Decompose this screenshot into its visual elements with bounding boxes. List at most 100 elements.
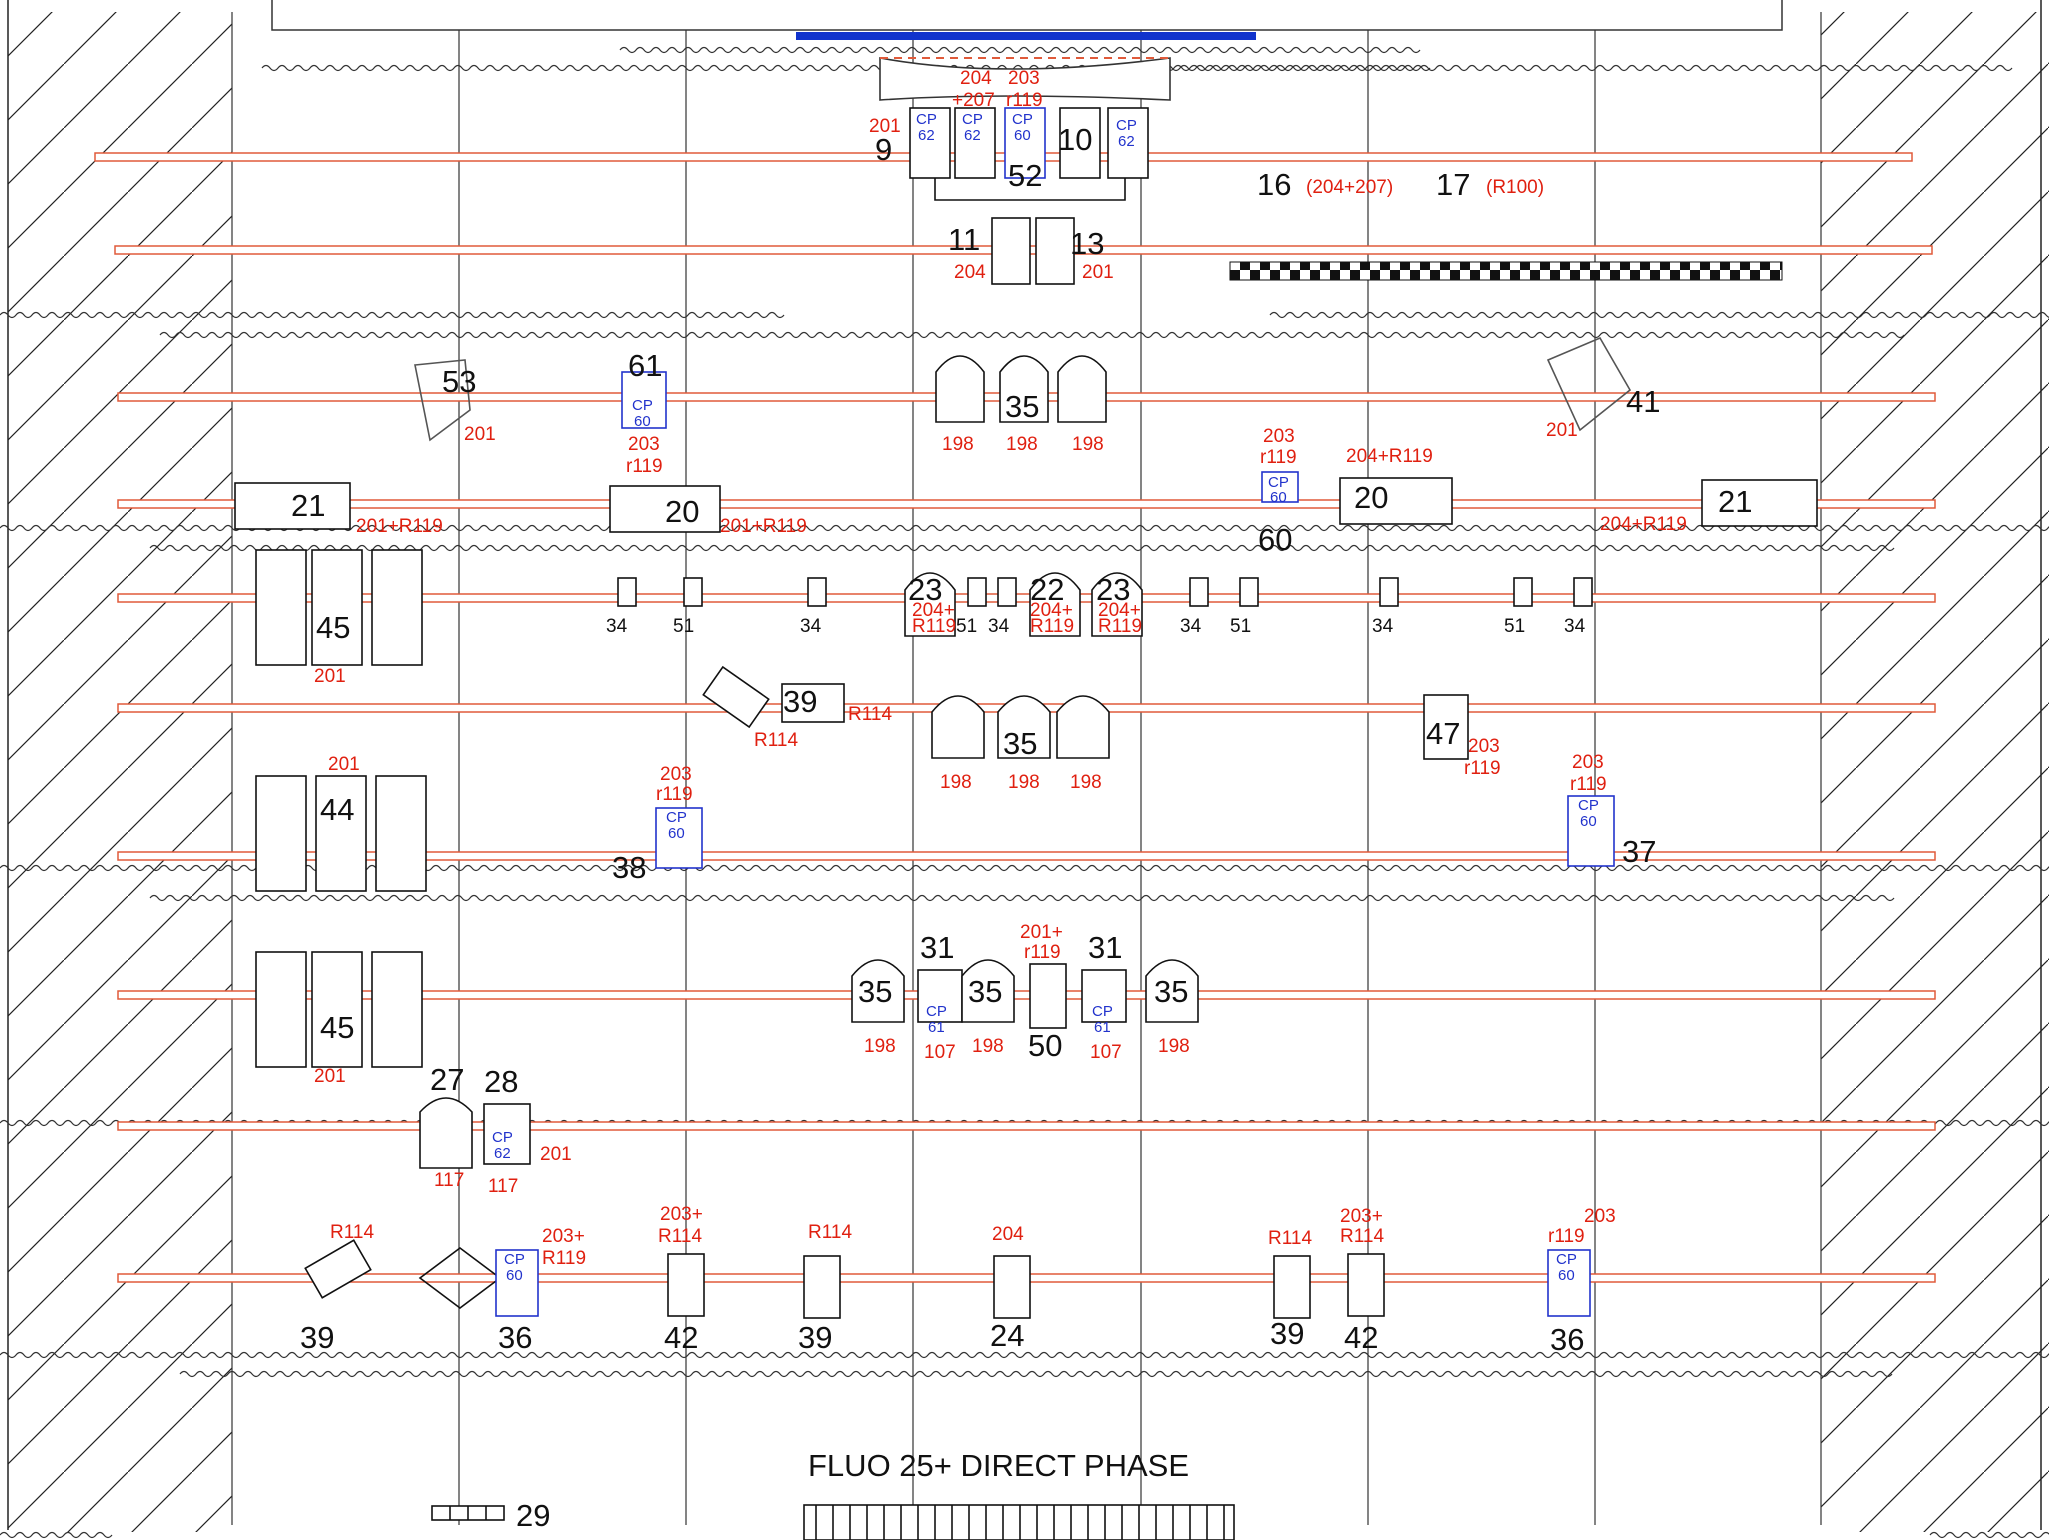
cp-31b-n: 61 bbox=[1094, 1019, 1111, 1036]
left-wall bbox=[8, 12, 232, 1532]
label-38: 38 bbox=[612, 850, 646, 885]
gel-107b: 107 bbox=[1090, 1042, 1122, 1063]
pipe-1 bbox=[94, 152, 1913, 162]
gel-117a: 117 bbox=[434, 1170, 464, 1191]
gel-37a: 203 bbox=[1572, 752, 1604, 773]
cp-a-n: 62 bbox=[918, 127, 935, 144]
cp-a: CP bbox=[916, 111, 937, 128]
curtain-5 bbox=[159, 331, 1905, 339]
gel-204: 204 bbox=[960, 68, 992, 89]
gel-203: 203 bbox=[1008, 68, 1040, 89]
curtain-8 bbox=[149, 544, 1895, 552]
cp-61-n: 60 bbox=[634, 413, 651, 430]
gel-198e: 198 bbox=[1008, 772, 1040, 793]
label-51b: 51 bbox=[956, 616, 977, 637]
cp-31b: CP bbox=[1092, 1003, 1113, 1020]
gel-17: (R100) bbox=[1486, 177, 1544, 198]
cp-28-n: 62 bbox=[494, 1145, 511, 1162]
cp-31a: CP bbox=[926, 1003, 947, 1020]
gel-47b: r119 bbox=[1464, 758, 1501, 779]
gel-28: 201 bbox=[540, 1144, 572, 1165]
gel-23b2: R119 bbox=[1098, 616, 1142, 637]
label-34b: 34 bbox=[800, 616, 822, 637]
grid-lines bbox=[231, 12, 1822, 1525]
gel-61a: 203 bbox=[628, 434, 660, 455]
gel-117b: 117 bbox=[488, 1176, 518, 1197]
label-34f: 34 bbox=[1564, 616, 1586, 637]
label-39d: 39 bbox=[798, 1320, 832, 1355]
label-51d: 51 bbox=[1504, 616, 1525, 637]
label-28: 28 bbox=[484, 1064, 518, 1099]
cp-36a: CP bbox=[504, 1251, 525, 1268]
gel-42b2: R114 bbox=[1340, 1226, 1384, 1247]
curtain-15 bbox=[1929, 1531, 2049, 1539]
cp-38-n: 60 bbox=[668, 825, 685, 842]
cp-37: CP bbox=[1578, 797, 1599, 814]
label-17: 17 bbox=[1436, 167, 1470, 202]
gel-16: (204+207) bbox=[1306, 177, 1393, 198]
label-35d: 35 bbox=[968, 974, 1002, 1009]
gel-50a: 201+ bbox=[1020, 922, 1063, 943]
gel-45b: 201 bbox=[314, 1066, 346, 1087]
pipe-7 bbox=[117, 851, 1936, 861]
label-34c: 34 bbox=[988, 616, 1010, 637]
label-11: 11 bbox=[948, 222, 980, 257]
gel-39c: R114 bbox=[330, 1222, 374, 1243]
label-41: 41 bbox=[1626, 384, 1660, 419]
cp-c-n: 60 bbox=[1014, 127, 1031, 144]
gel-198g: 198 bbox=[864, 1036, 896, 1057]
label-20a: 20 bbox=[665, 494, 699, 529]
cp-36b: CP bbox=[1556, 1251, 1577, 1268]
cp-d-n: 62 bbox=[1118, 133, 1135, 150]
label-24: 24 bbox=[990, 1318, 1024, 1353]
label-42a: 42 bbox=[664, 1320, 698, 1355]
label-35e: 35 bbox=[1154, 974, 1188, 1009]
gel-198b: 198 bbox=[1006, 434, 1038, 455]
label-37: 37 bbox=[1622, 834, 1656, 869]
cp-b: CP bbox=[962, 111, 983, 128]
label-22: 22 bbox=[1030, 572, 1064, 607]
gel-20a: 201+R119 bbox=[720, 516, 807, 537]
fixtures bbox=[234, 57, 1818, 1540]
cp-36a-n: 60 bbox=[506, 1267, 523, 1284]
gel-60a: 203 bbox=[1263, 426, 1295, 447]
label-21a: 21 bbox=[291, 488, 325, 523]
gel-47a: 203 bbox=[1468, 736, 1500, 757]
gel-9: 201 bbox=[869, 116, 901, 137]
label-39e: 39 bbox=[1270, 1316, 1304, 1351]
curtain-9 bbox=[0, 864, 2049, 872]
cp-d: CP bbox=[1116, 117, 1137, 134]
gel-60b: r119 bbox=[1260, 447, 1297, 468]
gel-207: +207 bbox=[952, 90, 995, 111]
stage-bar bbox=[796, 32, 1256, 40]
gel-42b1: 203+ bbox=[1340, 1206, 1383, 1227]
gel-39d: R114 bbox=[808, 1222, 852, 1243]
curtain-12 bbox=[0, 1351, 2049, 1359]
curtain-10 bbox=[149, 894, 1895, 902]
curtain-14 bbox=[0, 1531, 113, 1539]
label-39c: 39 bbox=[300, 1320, 334, 1355]
gel-36b1: 203 bbox=[1584, 1206, 1616, 1227]
cp-61: CP bbox=[632, 397, 653, 414]
curtain-13 bbox=[179, 1370, 1893, 1378]
label-45a: 45 bbox=[316, 610, 350, 645]
cp-31a-n: 61 bbox=[928, 1019, 945, 1036]
gel-13: 201 bbox=[1082, 262, 1114, 283]
gel-53: 201 bbox=[464, 424, 496, 445]
gel-41: 201 bbox=[1546, 420, 1578, 441]
curtain-lines bbox=[0, 46, 2049, 1539]
gel-107a: 107 bbox=[924, 1042, 956, 1063]
label-51a: 51 bbox=[673, 616, 694, 637]
label-21b: 21 bbox=[1718, 484, 1752, 519]
label-9: 9 bbox=[875, 132, 892, 167]
gel-42a2: R114 bbox=[658, 1226, 702, 1247]
pipe-9 bbox=[117, 1121, 1936, 1131]
label-27: 27 bbox=[430, 1062, 464, 1097]
label-53: 53 bbox=[442, 364, 476, 399]
cp-60: CP bbox=[1268, 474, 1289, 491]
gel-23b1: 204+ bbox=[1098, 600, 1141, 621]
cp-60-n: 60 bbox=[1270, 489, 1287, 506]
gel-36a1: 203+ bbox=[542, 1226, 585, 1247]
label-61: 61 bbox=[628, 348, 662, 383]
gel-21a: 201+R119 bbox=[356, 516, 443, 537]
